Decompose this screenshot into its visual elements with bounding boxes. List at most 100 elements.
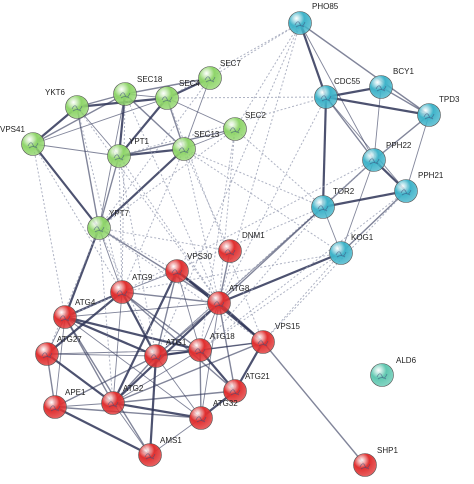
node-circle[interactable]: [370, 363, 394, 387]
node-circle[interactable]: [314, 85, 338, 109]
edge-pph21-vps15: [262, 190, 407, 343]
node-atg4[interactable]: ATG4: [53, 298, 96, 329]
node-circle[interactable]: [35, 342, 59, 366]
node-ams1[interactable]: AMS1: [138, 436, 183, 467]
node-ypt7[interactable]: YPT7: [87, 209, 130, 240]
node-dnm1[interactable]: DNM1: [218, 231, 266, 263]
edge-atg27-atg18: [46, 349, 201, 355]
node-label: KOG1: [351, 233, 374, 242]
protein-structure-icon: [213, 301, 225, 308]
edge-ypt1-cdc55: [118, 96, 327, 157]
node-circle[interactable]: [65, 95, 89, 119]
node-atg1[interactable]: ATG1: [144, 338, 187, 368]
edge-pho85-pph22: [299, 22, 375, 161]
edge-kog1-atg8: [218, 251, 342, 305]
edge-kog1-atg18: [199, 252, 342, 351]
node-circle[interactable]: [144, 344, 168, 368]
node-sec2[interactable]: SEC2: [223, 111, 267, 141]
edge-ypt7-atg4: [63, 227, 101, 318]
node-pph21[interactable]: PPH21: [394, 171, 444, 203]
node-circle[interactable]: [21, 132, 45, 156]
node-circle[interactable]: [110, 280, 134, 304]
node-circle[interactable]: [223, 379, 247, 403]
node-vps15[interactable]: VPS15: [251, 322, 301, 354]
node-tor2[interactable]: TOR2: [311, 187, 355, 219]
node-circle[interactable]: [188, 338, 212, 362]
node-label: YKT6: [45, 88, 66, 97]
node-label: ATG1: [166, 338, 187, 347]
node-circle[interactable]: [251, 330, 275, 354]
node-ald6[interactable]: ALD6: [370, 356, 417, 387]
protein-structure-icon: [229, 389, 241, 396]
node-circle[interactable]: [198, 66, 222, 90]
node-pho85[interactable]: PHO85: [288, 2, 339, 35]
node-vps30[interactable]: VPS30: [165, 252, 213, 283]
node-circle[interactable]: [138, 443, 162, 467]
protein-structure-icon: [320, 95, 332, 102]
node-circle[interactable]: [101, 391, 125, 415]
node-pph22[interactable]: PPH22: [362, 141, 412, 172]
node-ypt1[interactable]: YPT1: [107, 137, 150, 168]
node-circle[interactable]: [155, 86, 179, 110]
node-atg32[interactable]: ATG32: [189, 399, 239, 430]
node-atg21[interactable]: ATG21: [223, 372, 271, 403]
node-atg27[interactable]: ATG27: [35, 335, 83, 366]
node-circle[interactable]: [218, 239, 242, 263]
node-bcy1[interactable]: BCY1: [369, 67, 415, 99]
edge-sec7-pho85: [209, 22, 301, 79]
node-circle[interactable]: [113, 82, 137, 106]
node-circle[interactable]: [107, 144, 131, 168]
node-shp1[interactable]: SHP1: [353, 446, 399, 477]
node-circle[interactable]: [223, 117, 247, 141]
node-label: CDC55: [334, 77, 361, 86]
node-sec4[interactable]: SEC4: [155, 79, 201, 110]
node-ykt6[interactable]: YKT6: [45, 88, 89, 119]
node-sec18[interactable]: SEC18: [113, 75, 163, 106]
node-circle[interactable]: [207, 291, 231, 315]
node-ape1[interactable]: APE1: [43, 388, 87, 419]
node-atg8[interactable]: ATG8: [207, 284, 250, 315]
edge-atg18-atg2: [112, 349, 201, 404]
node-circle[interactable]: [369, 75, 393, 99]
node-circle[interactable]: [288, 11, 312, 35]
node-circle[interactable]: [417, 103, 441, 127]
node-circle[interactable]: [87, 216, 111, 240]
node-circle[interactable]: [43, 395, 67, 419]
edge-layer: [32, 22, 430, 466]
edge-sec2-tor2: [234, 128, 324, 208]
node-atg18[interactable]: ATG18: [188, 332, 236, 362]
node-circle[interactable]: [362, 148, 386, 172]
node-sec7[interactable]: SEC7: [198, 59, 242, 90]
node-circle[interactable]: [189, 406, 213, 430]
node-label: APE1: [65, 388, 86, 397]
node-cdc55[interactable]: CDC55: [314, 77, 361, 109]
node-circle[interactable]: [329, 241, 353, 265]
node-tpd3[interactable]: TPD3: [417, 95, 461, 127]
node-circle[interactable]: [172, 137, 196, 161]
node-label: YPT7: [109, 209, 130, 218]
node-label: ALD6: [396, 356, 417, 365]
node-atg2[interactable]: ATG2: [101, 384, 144, 415]
node-atg9[interactable]: ATG9: [110, 273, 153, 304]
node-sec13[interactable]: SEC13: [172, 130, 220, 161]
node-circle[interactable]: [394, 179, 418, 203]
node-kog1[interactable]: KOG1: [329, 233, 374, 265]
node-circle[interactable]: [165, 259, 189, 283]
edge-pho85-tpd3: [299, 22, 430, 116]
node-circle[interactable]: [311, 195, 335, 219]
node-label: PPH22: [386, 141, 412, 150]
node-circle[interactable]: [53, 305, 77, 329]
node-circle[interactable]: [353, 453, 377, 477]
edge-ape1-atg32: [54, 406, 202, 419]
edge-vps41-sec4: [32, 97, 168, 145]
node-vps41[interactable]: VPS41: [0, 125, 45, 156]
protein-structure-icon: [376, 373, 388, 380]
edge-pph22-atg1: [155, 159, 375, 357]
protein-structure-icon: [93, 226, 105, 233]
edge-pph21-atg18: [199, 190, 407, 351]
node-label: SEC2: [245, 111, 266, 120]
edge-sec2-ypt7: [98, 128, 236, 229]
edge-tor2-atg4: [64, 206, 324, 318]
